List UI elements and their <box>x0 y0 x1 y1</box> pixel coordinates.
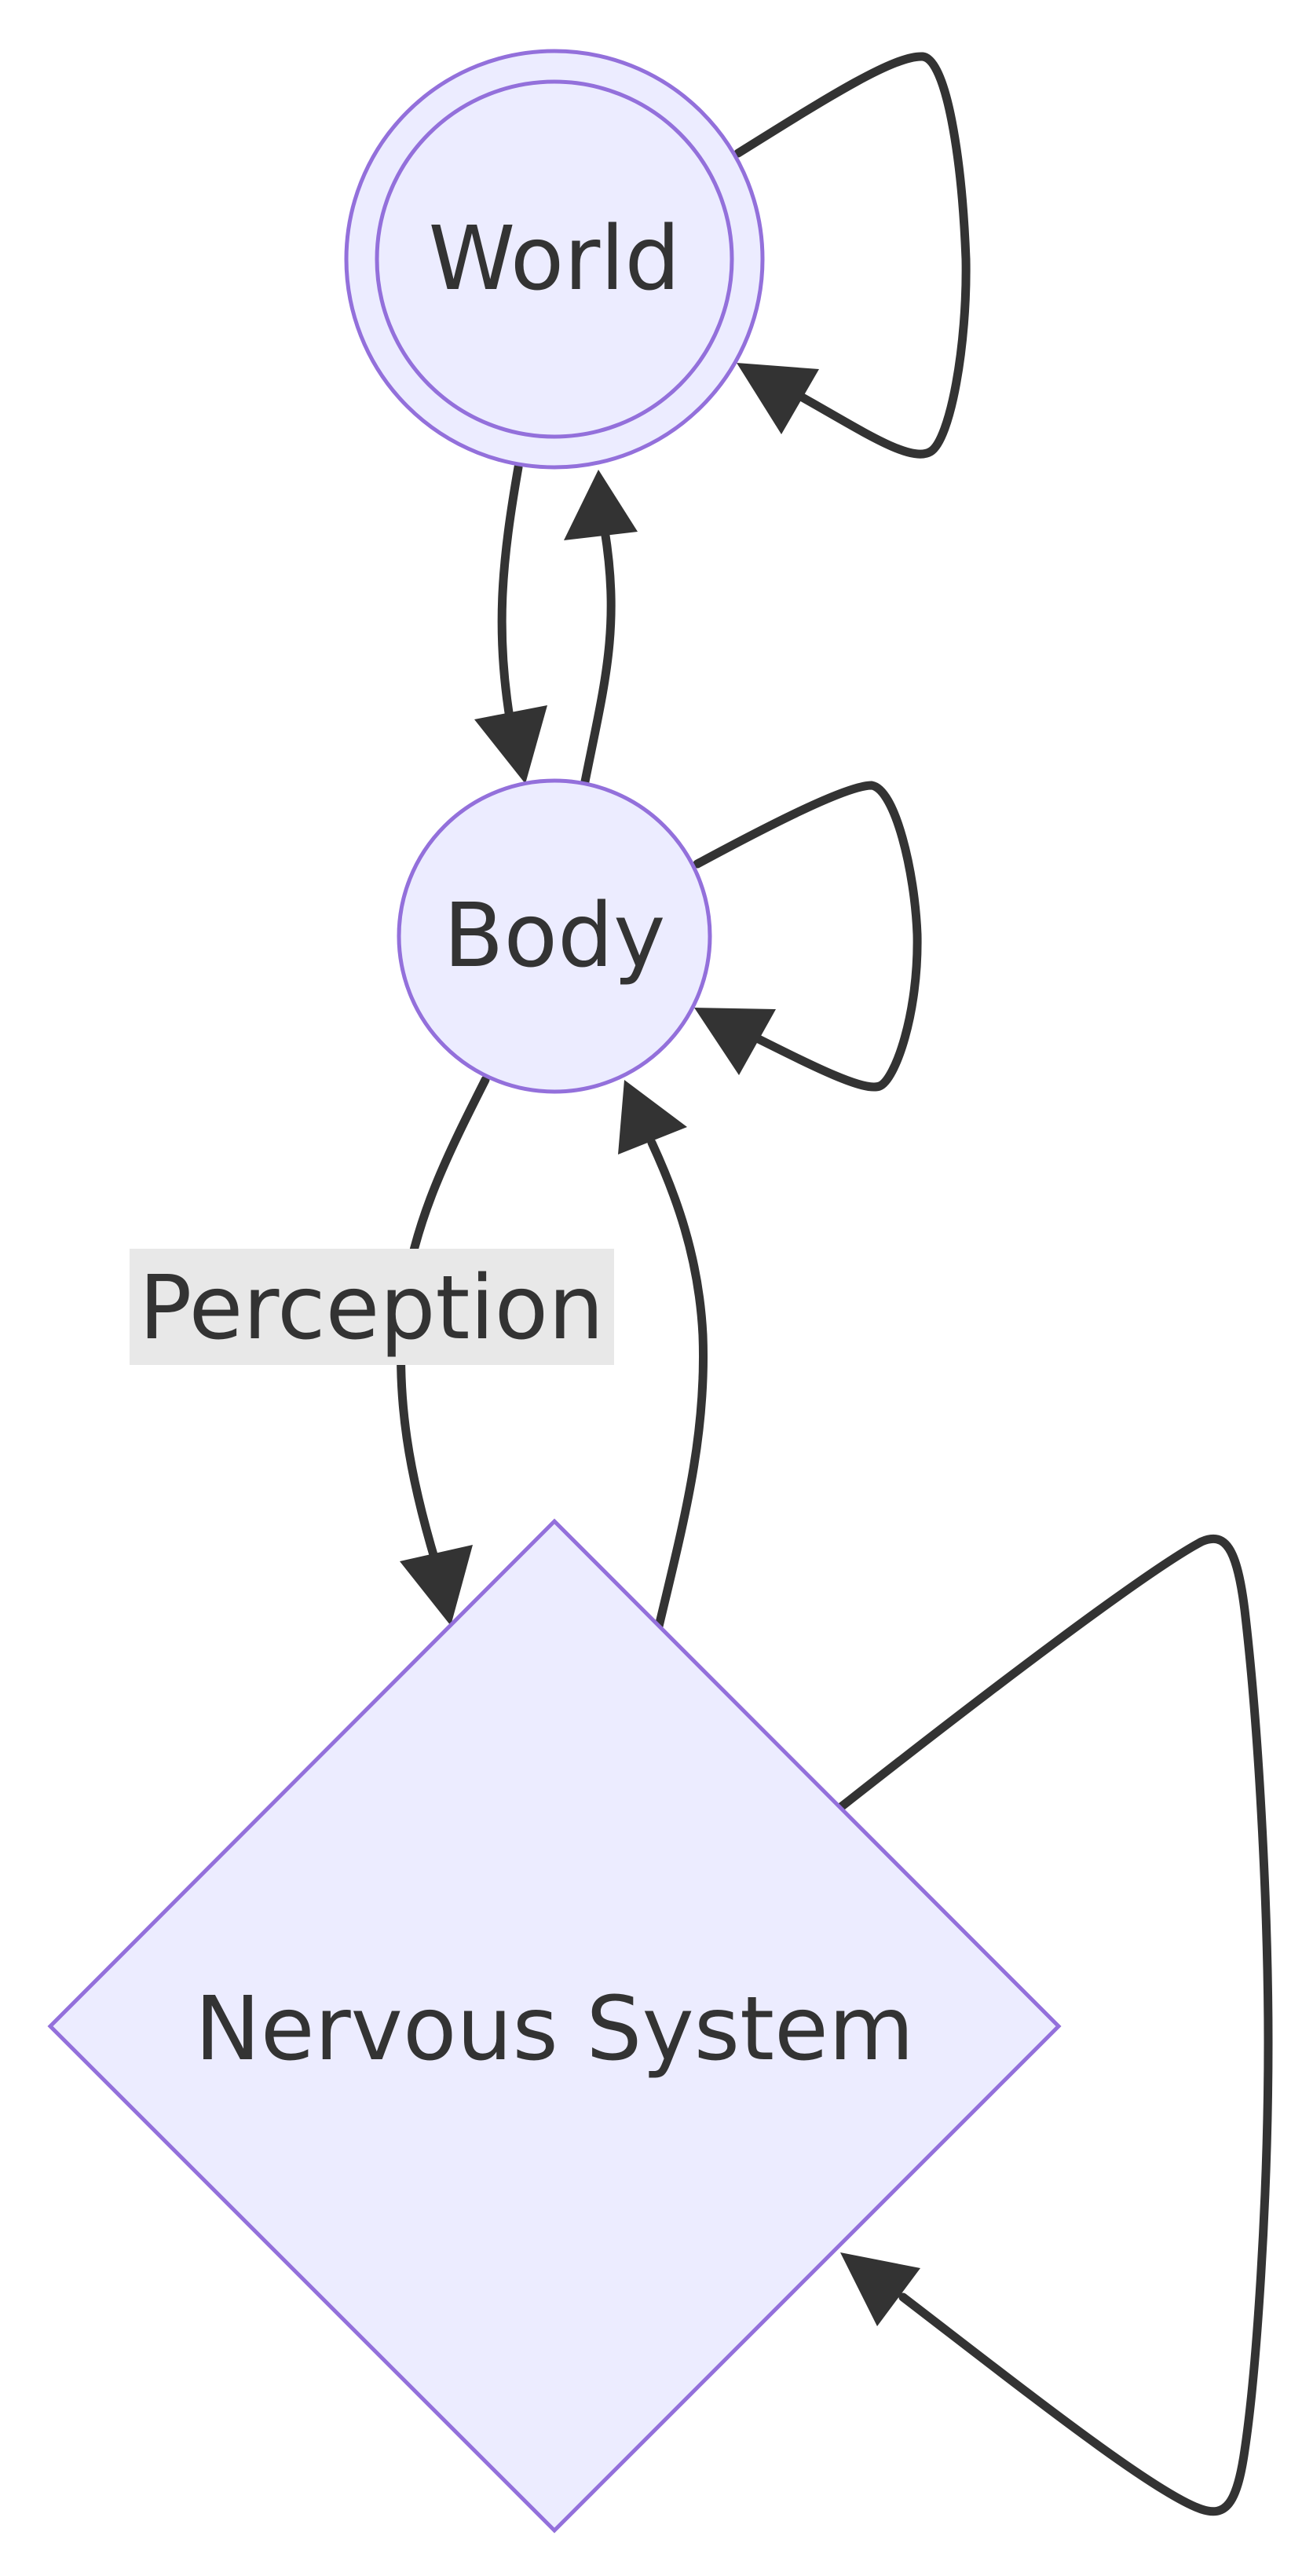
edge-world-to-body-arrowhead <box>474 705 547 784</box>
edge-nervous-to-body-arrowhead <box>618 1080 687 1154</box>
node-nervous-system-label: Nervous System <box>195 1978 914 2080</box>
edge-world-self-loop <box>733 52 971 459</box>
edge-body-to-world <box>580 525 616 786</box>
node-world-label: World <box>429 208 681 310</box>
edge-world-to-body <box>497 463 523 727</box>
edge-nervous-to-body <box>647 1138 708 1634</box>
edge-nervous-self-loop-arrowhead <box>840 2252 920 2326</box>
edge-label-background <box>130 1249 614 1365</box>
edge-nervous-self-loop <box>837 1534 1273 2516</box>
edge-label-text: Perception <box>139 1257 604 1359</box>
node-world-inner-ring <box>375 79 734 439</box>
edge-body-to-nervous-arrowhead <box>400 1545 473 1626</box>
edge-world-self-loop-arrowhead <box>737 363 819 434</box>
edge-label-perception: Perception <box>130 1249 614 1365</box>
node-nervous-system[interactable]: Nervous System <box>47 1518 1062 2534</box>
node-world[interactable]: World <box>344 49 765 470</box>
edge-body-to-world-arrowhead <box>564 470 638 540</box>
edge-body-self-loop-arrowhead <box>694 1008 776 1075</box>
node-body[interactable]: Body <box>397 778 712 1094</box>
node-body-circle <box>397 778 712 1094</box>
node-body-label: Body <box>444 885 666 987</box>
node-nervous-system-diamond <box>47 1518 1062 2534</box>
edge-body-self-loop <box>693 781 922 1092</box>
